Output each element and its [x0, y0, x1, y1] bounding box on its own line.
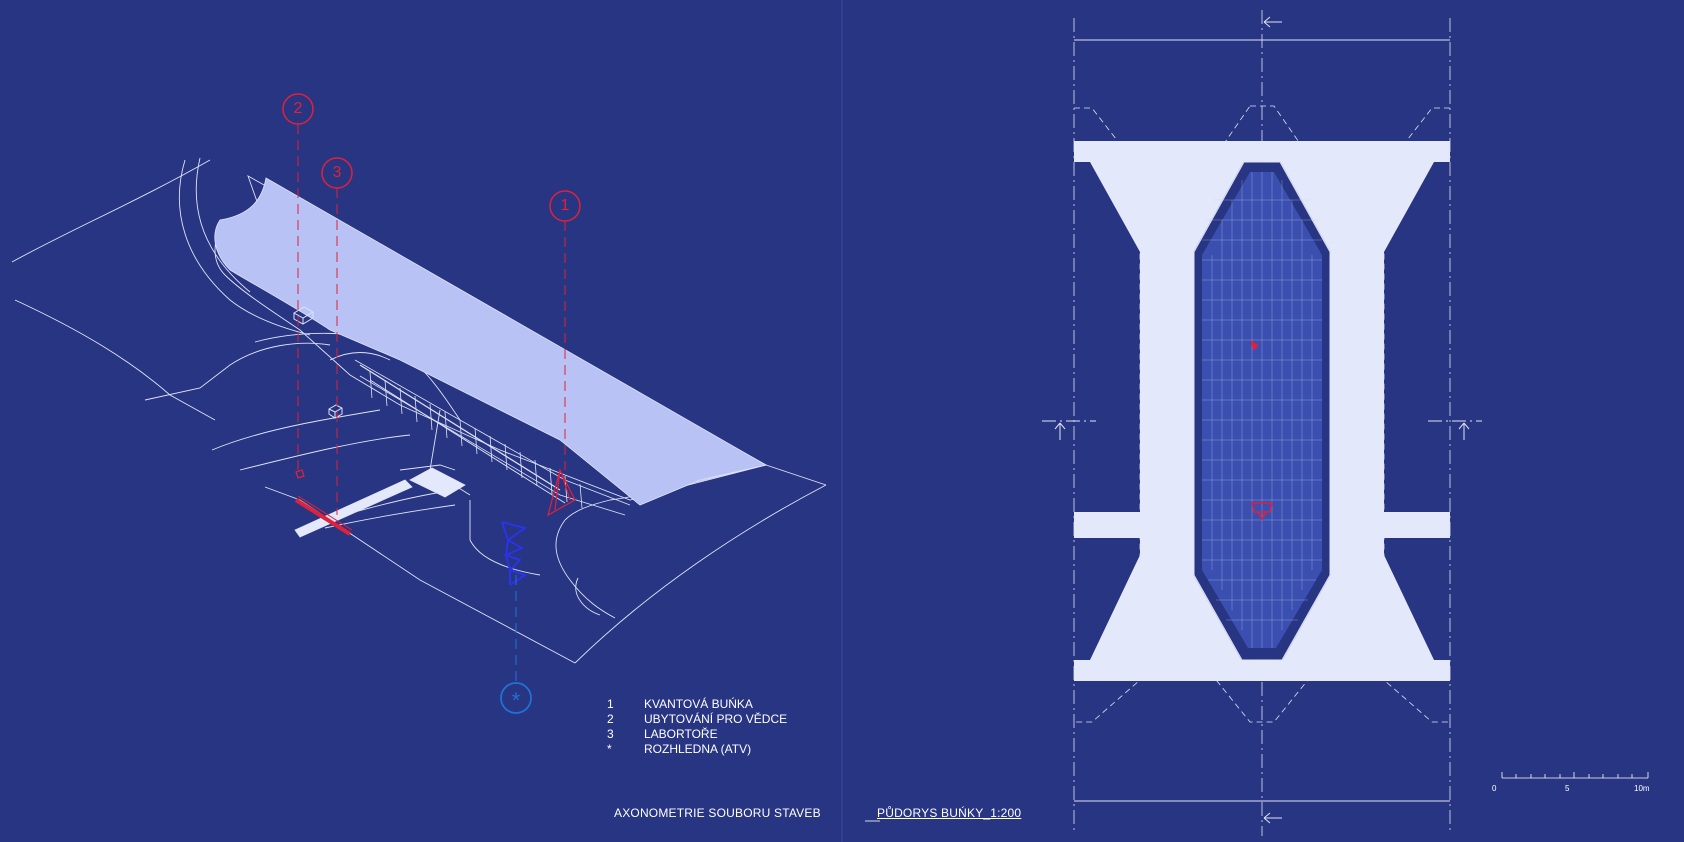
marker-circle-3 [321, 157, 353, 189]
plan-red-marker-2 [1251, 502, 1273, 521]
marker-circle-1 [549, 190, 581, 222]
scale-label-10m: 10m [1634, 784, 1650, 793]
building-block [409, 467, 466, 498]
marker-circle-star [500, 682, 532, 714]
legend-item: 1 KVANTOVÁ BUŃKA [607, 697, 787, 712]
axonometric-drawing [11, 157, 827, 664]
scale-bar [1501, 772, 1649, 779]
pathway [294, 479, 413, 538]
marker-circle-2 [282, 93, 314, 125]
marker-label-star: * [511, 688, 521, 713]
reservoir-water [214, 177, 768, 506]
legend-text: KVANTOVÁ BUŃKA [644, 697, 753, 711]
legend-item: 2 UBYTOVÁNÍ PRO VĚDCE [607, 712, 787, 727]
blue-tower [501, 521, 528, 586]
building-2 [293, 306, 314, 325]
building-3 [328, 404, 343, 419]
plan-drawing [1042, 10, 1482, 836]
marker-label-3: 3 [332, 164, 342, 181]
legend-text: ROZHLEDNA (ATV) [644, 742, 752, 756]
legend-number: 2 [607, 712, 614, 726]
legend-item: 3 LABORTOŘE [607, 727, 787, 742]
legend-number: * [607, 742, 612, 756]
scale-label-5: 5 [1565, 784, 1570, 793]
legend-item: * ROZHLEDNA (ATV) [607, 742, 787, 757]
scale-label-0: 0 [1492, 784, 1497, 793]
legend-number: 1 [607, 697, 614, 711]
legend-text: LABORTOŘE [644, 727, 718, 741]
plan-red-marker-1 [1250, 339, 1259, 352]
legend-number: 3 [607, 727, 614, 741]
legend: 1 KVANTOVÁ BUŃKA 2 UBYTOVÁNÍ PRO VĚDCE 3… [607, 697, 787, 757]
caption-plan: PŮDORYS BUŃKY_1:200 [877, 806, 1022, 820]
caption-axonometry: AXONOMETRIE SOUBORU STAVEB [614, 806, 821, 820]
cell-grid [1202, 172, 1322, 648]
legend-text: UBYTOVÁNÍ PRO VĚDCE [644, 712, 788, 726]
marker-label-1: 1 [560, 197, 570, 214]
marker-label-2: 2 [293, 100, 303, 117]
red-structures [294, 468, 576, 536]
